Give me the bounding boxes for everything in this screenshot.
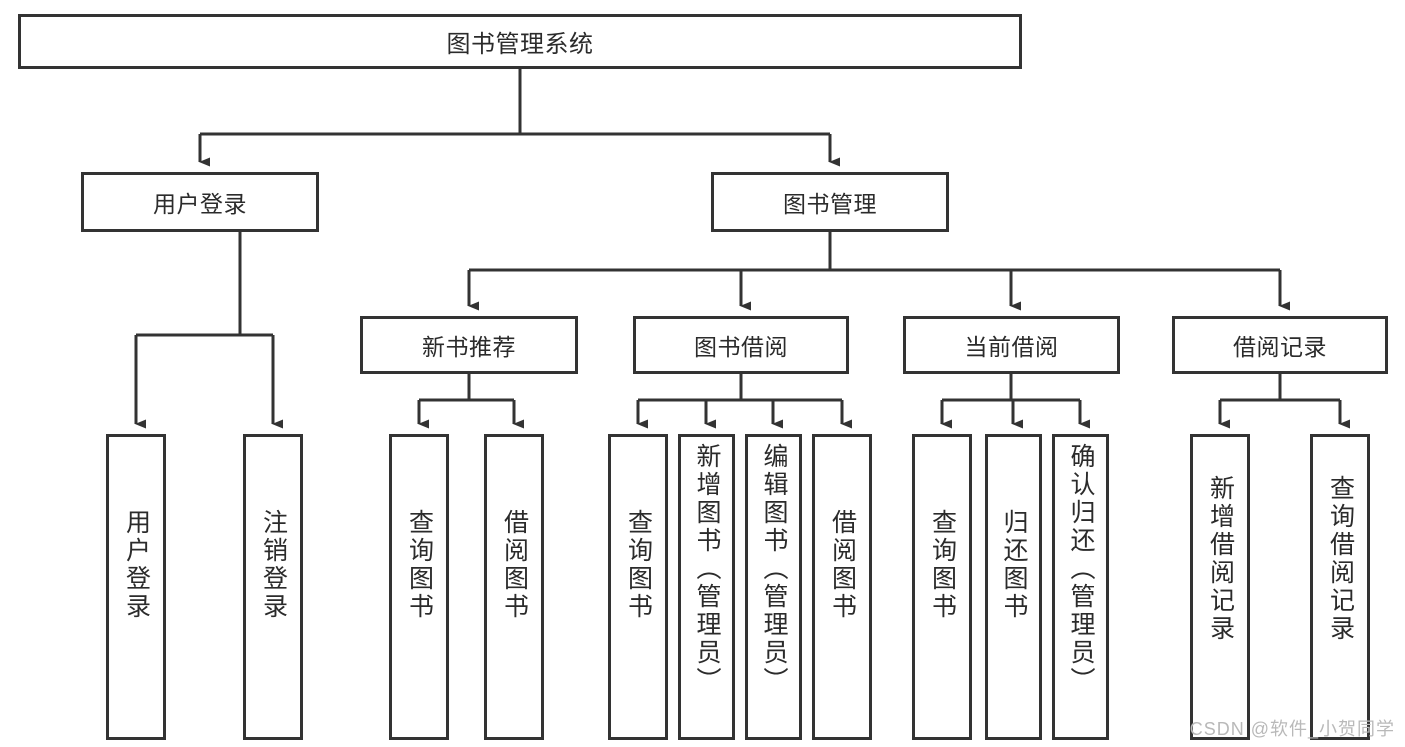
node-label: 借阅记录 (1233, 334, 1327, 360)
leaf-label: 归还图书 (1000, 509, 1028, 621)
leaf-query-book-current[interactable]: 查询图书 (912, 434, 972, 740)
node-label: 图书管理 (783, 191, 877, 217)
node-borrow-records[interactable]: 借阅记录 (1172, 316, 1388, 374)
node-current-borrow[interactable]: 当前借阅 (903, 316, 1120, 374)
node-book-management[interactable]: 图书管理 (711, 172, 949, 232)
leaf-query-borrow-record[interactable]: 查询借阅记录 (1310, 434, 1370, 740)
leaf-query-book-borrow[interactable]: 查询图书 (608, 434, 668, 740)
leaf-label: 查询借阅记录 (1326, 475, 1355, 643)
leaf-return-book[interactable]: 归还图书 (985, 434, 1042, 740)
leaf-label: 查询图书 (928, 509, 957, 621)
node-label: 用户登录 (153, 191, 247, 217)
node-new-book-recommend[interactable]: 新书推荐 (360, 316, 578, 374)
leaf-label: 新增图书（管理员） (693, 443, 721, 695)
node-user-login[interactable]: 用户登录 (81, 172, 319, 232)
leaf-label: 注销登录 (259, 509, 288, 621)
leaf-label: 借阅图书 (500, 509, 529, 621)
leaf-label: 查询图书 (405, 509, 434, 621)
node-label: 新书推荐 (422, 334, 516, 360)
node-book-borrow[interactable]: 图书借阅 (633, 316, 849, 374)
leaf-confirm-return-admin[interactable]: 确认归还（管理员） (1052, 434, 1109, 740)
leaf-label: 确认归还（管理员） (1067, 443, 1095, 695)
leaf-label: 编辑图书（管理员） (760, 443, 788, 695)
leaf-edit-book-admin[interactable]: 编辑图书（管理员） (745, 434, 802, 740)
node-root-system[interactable]: 图书管理系统 (18, 14, 1022, 69)
leaf-borrow-book-recommend[interactable]: 借阅图书 (484, 434, 544, 740)
leaf-label: 借阅图书 (828, 509, 857, 621)
leaf-label: 查询图书 (624, 509, 653, 621)
leaf-query-book-recommend[interactable]: 查询图书 (389, 434, 449, 740)
leaf-logout[interactable]: 注销登录 (243, 434, 303, 740)
node-label: 当前借阅 (964, 334, 1059, 360)
leaf-borrow-book[interactable]: 借阅图书 (812, 434, 872, 740)
node-label: 图书借阅 (694, 334, 788, 360)
leaf-add-borrow-record[interactable]: 新增借阅记录 (1190, 434, 1250, 740)
leaf-user-login[interactable]: 用户登录 (106, 434, 166, 740)
leaf-add-book-admin[interactable]: 新增图书（管理员） (678, 434, 735, 740)
leaf-label: 用户登录 (122, 509, 151, 621)
node-label: 图书管理系统 (446, 31, 594, 58)
leaf-label: 新增借阅记录 (1206, 475, 1235, 643)
